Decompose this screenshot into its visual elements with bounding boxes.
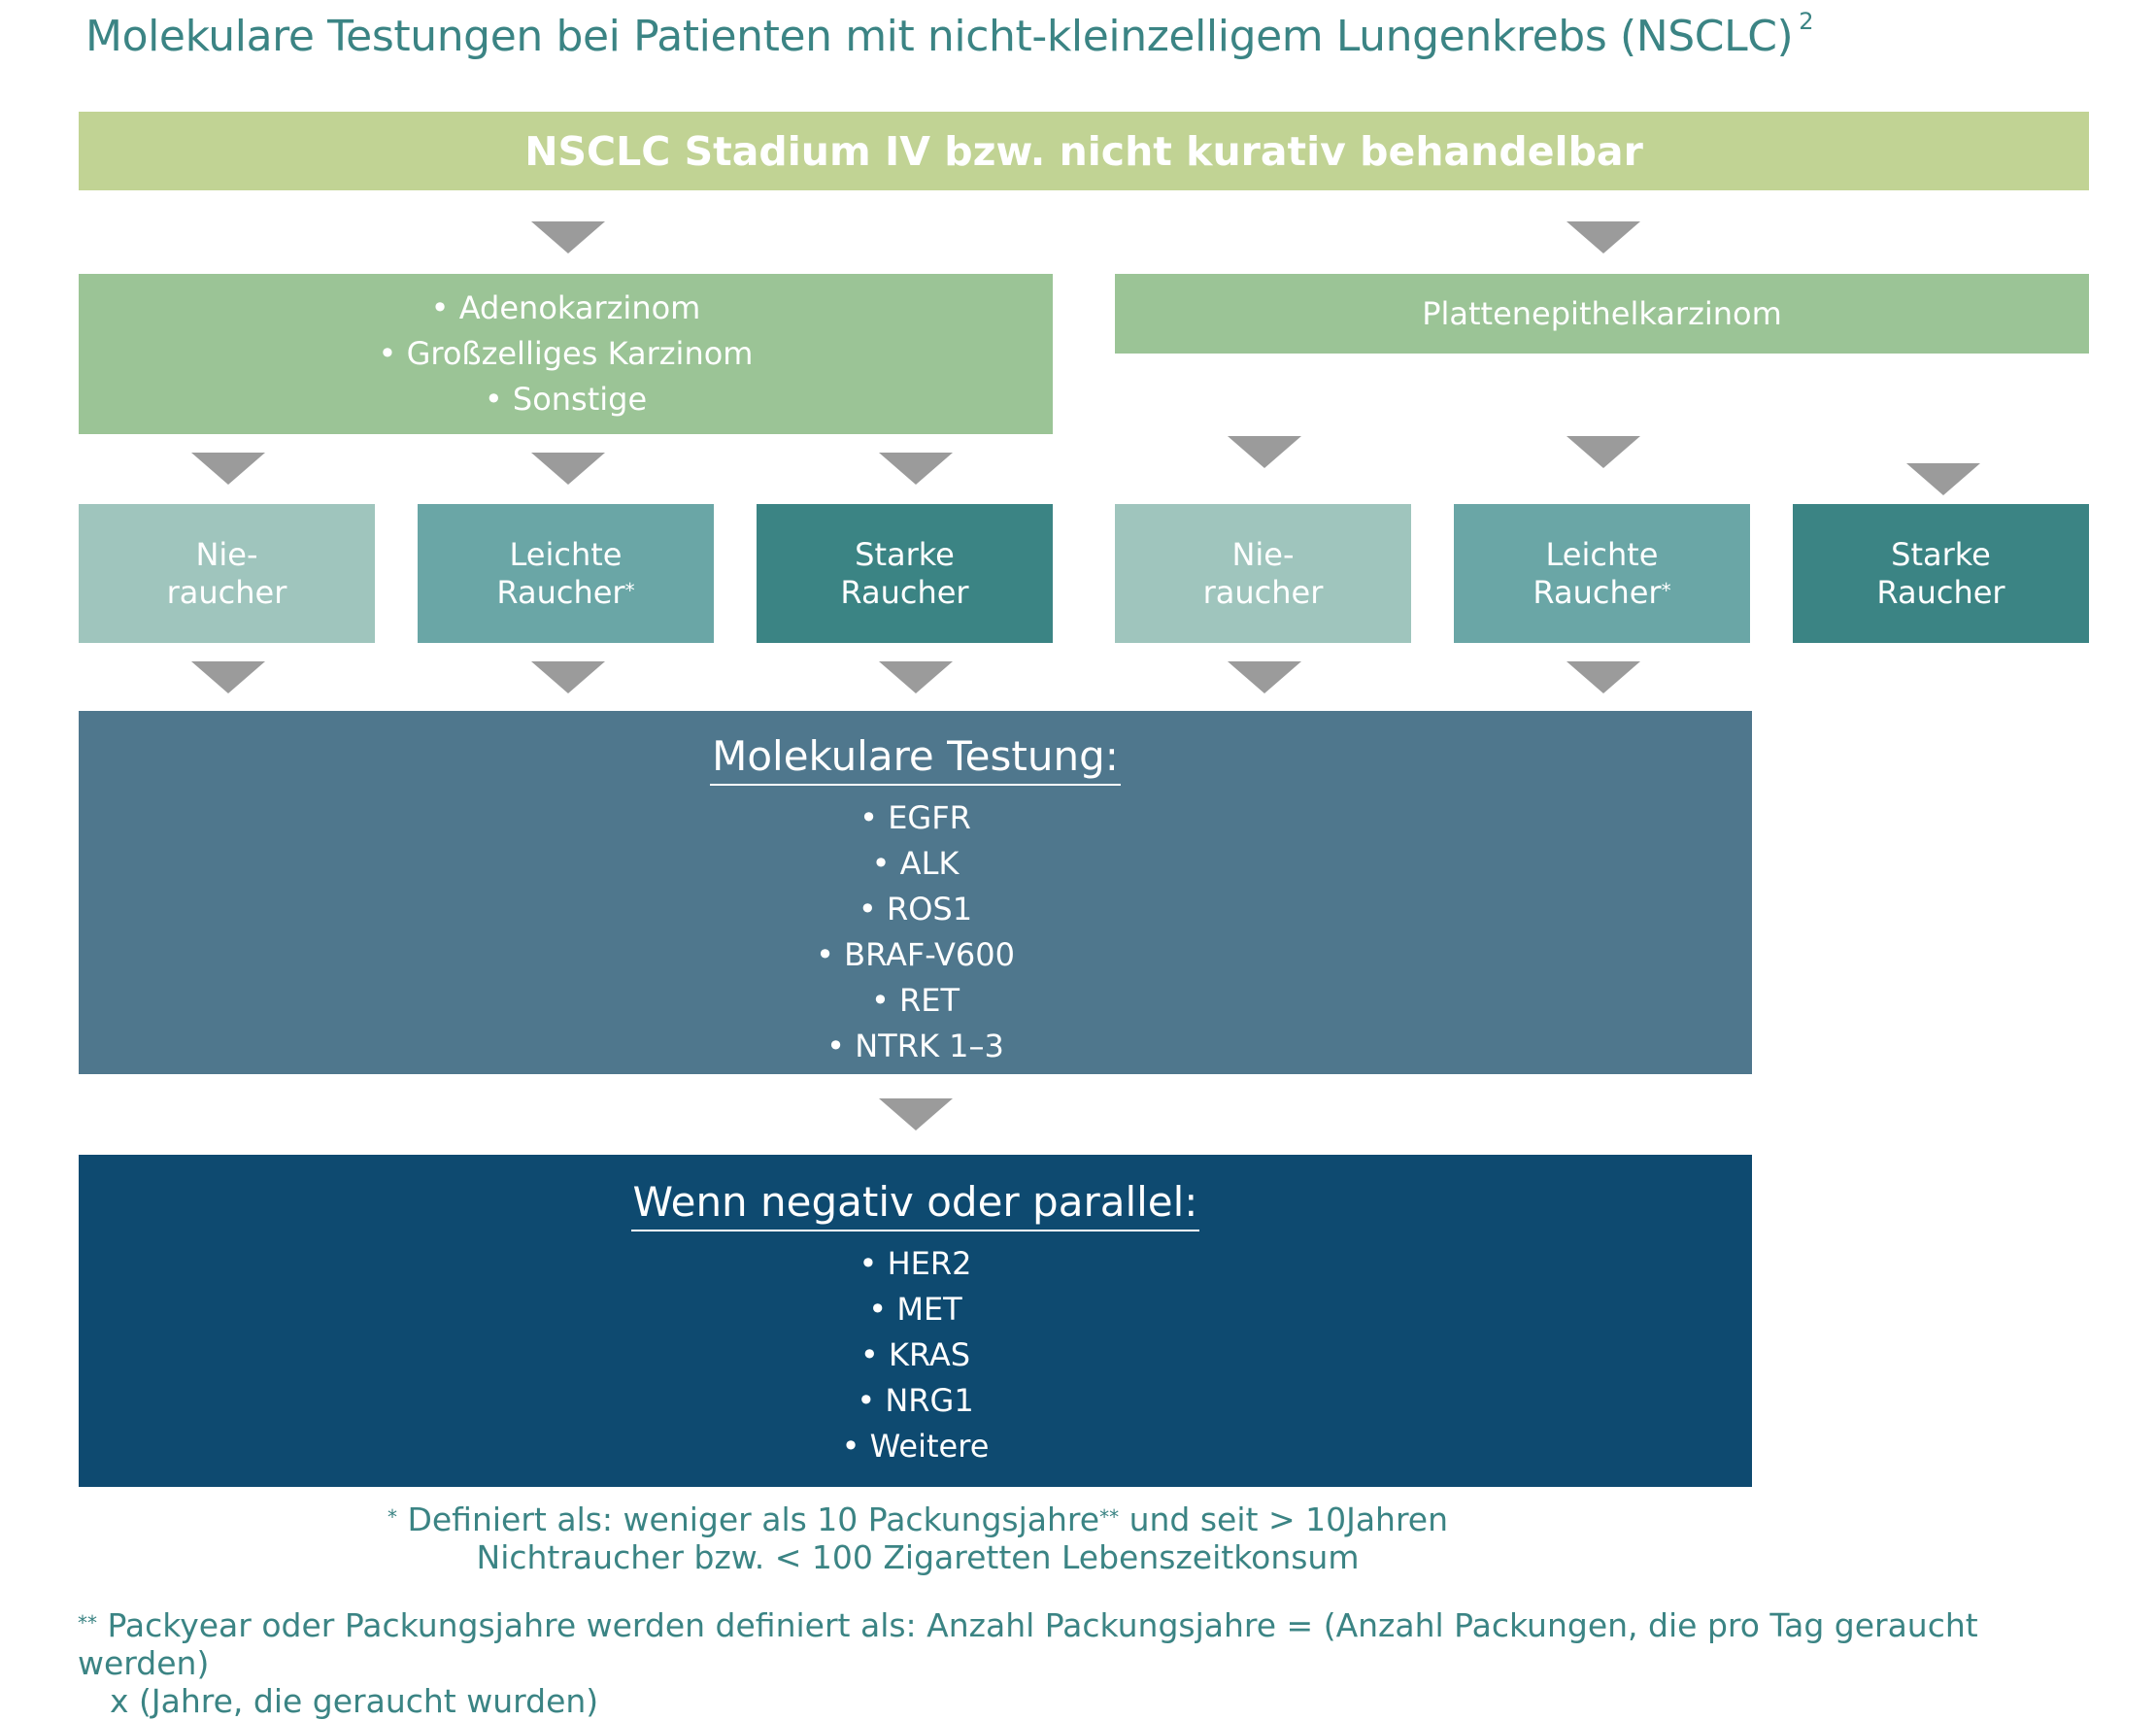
histology-item: • Sonstige	[484, 381, 648, 418]
arrow-down-icon	[191, 453, 265, 485]
never-smoker-box: Nie- raucher	[1115, 504, 1411, 643]
molecular-testing-box: Molekulare Testung: • EGFR • ALK • ROS1 …	[79, 711, 1752, 1074]
arrow-down-icon	[191, 661, 265, 693]
arrow-down-icon	[1566, 221, 1640, 253]
arrow-down-icon	[1228, 661, 1301, 693]
arrow-down-icon	[1566, 661, 1640, 693]
arrow-down-icon	[879, 1098, 953, 1130]
light-smoker-box: Leichte Raucher*	[1454, 504, 1750, 643]
page-title: Molekulare Testungen bei Patienten mit n…	[85, 8, 1814, 61]
heavy-smoker-box: Starke Raucher	[757, 504, 1053, 643]
footnote-light-smoker: * Definiert als: weniger als 10 Packungs…	[387, 1501, 1449, 1576]
arrow-down-icon	[879, 661, 953, 693]
marker-item: • NTRK 1–3	[826, 1028, 1004, 1064]
marker-item: • KRAS	[859, 1336, 971, 1373]
marker-item: • NRG1	[857, 1382, 974, 1419]
arrow-down-icon	[531, 661, 605, 693]
arrow-down-icon	[1566, 436, 1640, 468]
footnote-packyear: ** Packyear oder Packungsjahre werden de…	[78, 1606, 1978, 1720]
adenocarcinoma-box: • Adenokarzinom • Großzelliges Karzinom …	[79, 274, 1053, 434]
squamous-carcinoma-box: Plattenepithelkarzinom	[1115, 274, 2089, 354]
stage-banner: NSCLC Stadium IV bzw. nicht kurativ beha…	[79, 112, 2089, 190]
negative-parallel-heading: Wenn negativ oder parallel:	[630, 1178, 1200, 1231]
molecular-testing-heading: Molekulare Testung:	[710, 732, 1121, 786]
marker-item: • ALK	[871, 845, 960, 882]
negative-parallel-box: Wenn negativ oder parallel: • HER2 • MET…	[79, 1155, 1752, 1487]
footnote-mark: *	[1661, 578, 1671, 602]
marker-item: • HER2	[859, 1245, 972, 1282]
marker-item: • RET	[870, 982, 960, 1019]
marker-item: • EGFR	[859, 799, 971, 836]
marker-item: • MET	[868, 1291, 962, 1328]
arrow-down-icon	[1906, 463, 1980, 495]
heavy-smoker-box: Starke Raucher	[1793, 504, 2089, 643]
title-reference: 2	[1799, 8, 1814, 35]
never-smoker-box: Nie- raucher	[79, 504, 375, 643]
marker-item: • ROS1	[858, 891, 973, 927]
footnote-mark: *	[624, 578, 635, 602]
marker-item: • Weitere	[841, 1428, 990, 1465]
histology-item: • Adenokarzinom	[430, 289, 701, 326]
arrow-down-icon	[531, 453, 605, 485]
light-smoker-box: Leichte Raucher*	[418, 504, 714, 643]
marker-item: • BRAF-V600	[816, 936, 1015, 973]
arrow-down-icon	[879, 453, 953, 485]
histology-item: • Großzelliges Karzinom	[378, 335, 754, 372]
arrow-down-icon	[1228, 436, 1301, 468]
arrow-down-icon	[531, 221, 605, 253]
